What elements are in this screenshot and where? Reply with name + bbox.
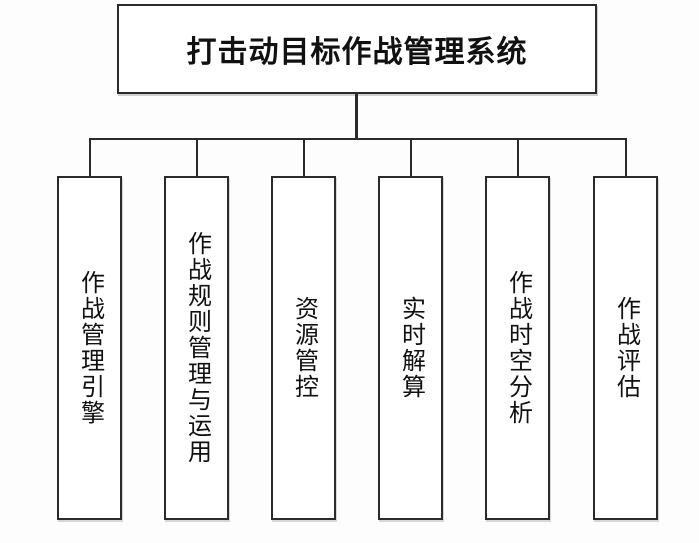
node-resource-control: 资源管控 (271, 176, 336, 520)
connector-drop-line-1 (89, 139, 91, 177)
connector-trunk-line (355, 94, 358, 139)
connector-drop-line-4 (410, 139, 412, 177)
node-combat-management-engine: 作战管理引擎 (57, 176, 122, 520)
connector-drop-line-3 (303, 139, 305, 177)
root-node-label: 打击动目标作战管理系统 (186, 36, 528, 69)
node-label-combat-management-engine: 作战管理引擎 (76, 270, 104, 426)
node-label-realtime-computation: 实时解算 (397, 296, 425, 400)
node-label-combat-rules-management-and-application: 作战规则管理与运用 (183, 231, 211, 465)
connector-horizontal-bus (89, 138, 627, 140)
connector-drop-line-5 (517, 139, 519, 177)
node-label-combat-assessment: 作战评估 (612, 296, 640, 400)
connector-drop-line-6 (625, 139, 627, 177)
node-combat-rules-management-and-application: 作战规则管理与运用 (164, 176, 229, 520)
node-label-resource-control: 资源管控 (290, 296, 318, 400)
node-combat-spatiotemporal-analysis: 作战时空分析 (485, 176, 550, 520)
node-combat-assessment: 作战评估 (593, 176, 658, 520)
connector-drop-line-2 (196, 139, 198, 177)
root-node-box: 打击动目标作战管理系统 (117, 4, 597, 94)
node-realtime-computation: 实时解算 (378, 176, 443, 520)
node-label-combat-spatiotemporal-analysis: 作战时空分析 (504, 270, 532, 426)
